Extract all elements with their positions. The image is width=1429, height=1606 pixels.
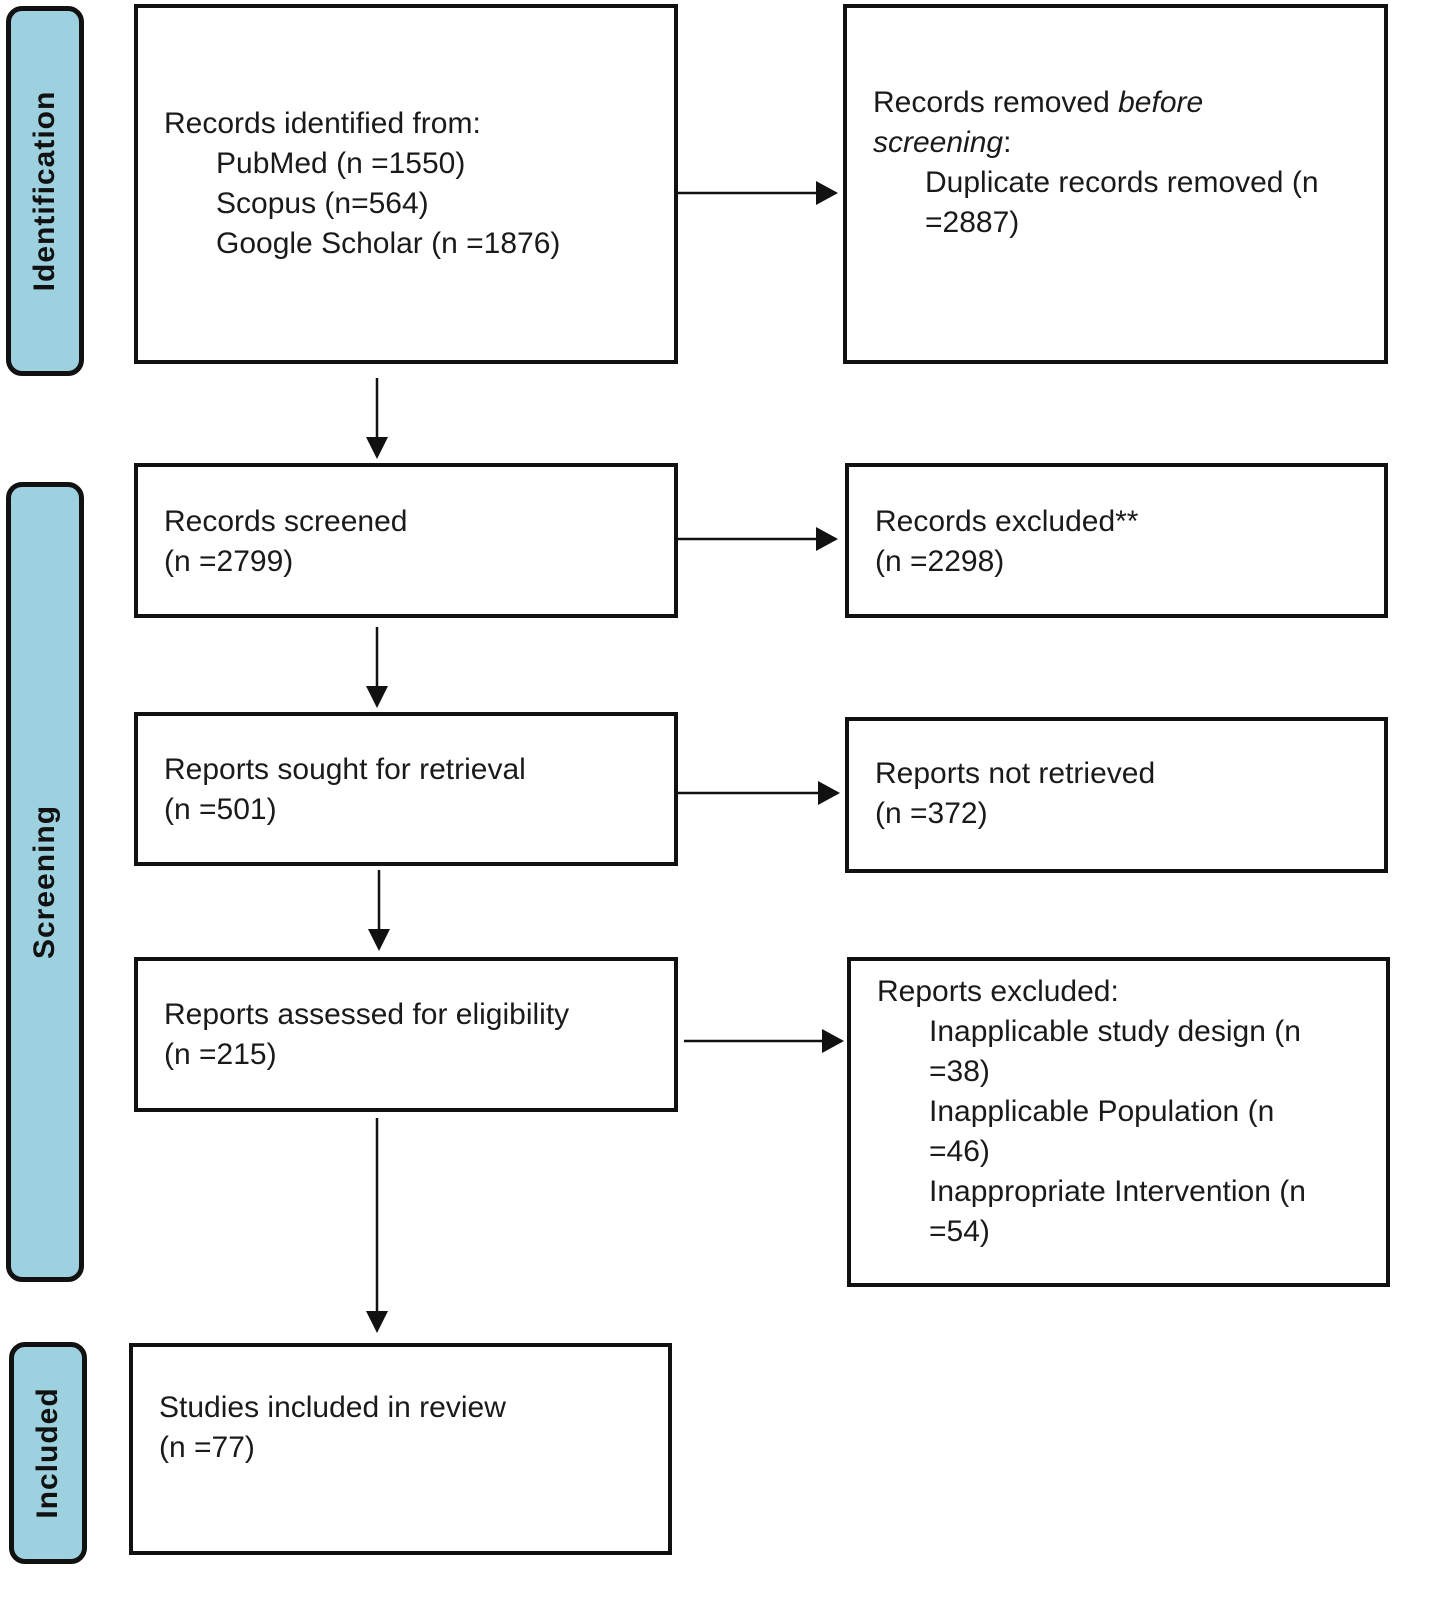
arrowhead-6 xyxy=(366,686,388,708)
removed-colon: : xyxy=(1003,126,1012,159)
arrowhead-7 xyxy=(368,929,390,951)
records-screened-label: Records screened xyxy=(164,505,408,538)
arrowhead-1 xyxy=(816,181,838,205)
arrowhead-5 xyxy=(366,437,388,459)
records-excluded-label: Records excluded** xyxy=(875,505,1139,538)
reason-intervention-line2: =54) xyxy=(929,1215,990,1248)
phase-included-bar: Included xyxy=(9,1342,87,1564)
reports-assessed-count: (n =215) xyxy=(164,1038,277,1071)
reports-not-retrieved-count: (n =372) xyxy=(875,797,988,830)
source-google-scholar: Google Scholar (n =1876) xyxy=(216,227,561,260)
reports-sought-text: Reports sought for retrieval (n =501) xyxy=(164,750,526,830)
arrowhead-8 xyxy=(366,1311,388,1333)
reason-intervention-line1: Inappropriate Intervention (n xyxy=(929,1175,1306,1208)
removed-before: before xyxy=(1118,86,1204,119)
phase-screening-bar: Screening xyxy=(6,482,84,1282)
reports-sought-count: (n =501) xyxy=(164,793,277,826)
reason-population-line1: Inapplicable Population (n xyxy=(929,1095,1275,1128)
studies-included-count: (n =77) xyxy=(159,1431,255,1464)
records-excluded-count: (n =2298) xyxy=(875,545,1005,578)
source-scopus: Scopus (n=564) xyxy=(216,187,429,220)
reports-excluded-heading: Reports excluded: xyxy=(877,975,1119,1008)
records-removed-text: Records removed before screening: Duplic… xyxy=(873,83,1319,243)
arrowhead-2 xyxy=(816,527,838,551)
reports-assessed-label: Reports assessed for eligibility xyxy=(164,998,570,1031)
studies-included-label: Studies included in review xyxy=(159,1391,506,1424)
removed-screening: screening xyxy=(873,126,1004,159)
reports-assessed-box xyxy=(134,957,678,1112)
reports-not-retrieved-text: Reports not retrieved (n =372) xyxy=(875,754,1155,834)
arrowhead-3 xyxy=(818,781,840,805)
phase-identification-bar: Identification xyxy=(6,6,84,376)
reason-study-design-line2: =38) xyxy=(929,1055,990,1088)
records-identified-text: Records identified from: PubMed (n =1550… xyxy=(164,104,560,264)
records-identified-box xyxy=(134,4,678,364)
source-pubmed: PubMed (n =1550) xyxy=(216,147,466,180)
reports-not-retrieved-label: Reports not retrieved xyxy=(875,757,1156,790)
reports-excluded-text: Reports excluded: Inapplicable study des… xyxy=(877,972,1306,1252)
records-screened-text: Records screened (n =2799) xyxy=(164,502,407,582)
records-removed-box xyxy=(843,4,1388,364)
records-excluded-text: Records excluded** (n =2298) xyxy=(875,502,1138,582)
records-excluded-box xyxy=(845,463,1388,618)
duplicates-line1: Duplicate records removed (n xyxy=(925,166,1319,199)
reports-assessed-text: Reports assessed for eligibility (n =215… xyxy=(164,995,569,1075)
duplicates-line2: =2887) xyxy=(925,206,1020,239)
reports-not-retrieved-box xyxy=(845,717,1388,873)
records-identified-heading: Records identified from: xyxy=(164,107,481,140)
removed-prefix: Records removed xyxy=(873,86,1119,119)
reports-sought-box xyxy=(134,712,678,866)
reason-study-design-line1: Inapplicable study design (n xyxy=(929,1015,1301,1048)
records-screened-box xyxy=(134,463,678,618)
reports-sought-label: Reports sought for retrieval xyxy=(164,753,526,786)
studies-included-text: Studies included in review (n =77) xyxy=(159,1388,506,1468)
reason-population-line2: =46) xyxy=(929,1135,990,1168)
records-screened-count: (n =2799) xyxy=(164,545,294,578)
arrowhead-4 xyxy=(822,1029,844,1053)
studies-included-box xyxy=(129,1343,672,1555)
reports-excluded-box xyxy=(847,957,1390,1287)
